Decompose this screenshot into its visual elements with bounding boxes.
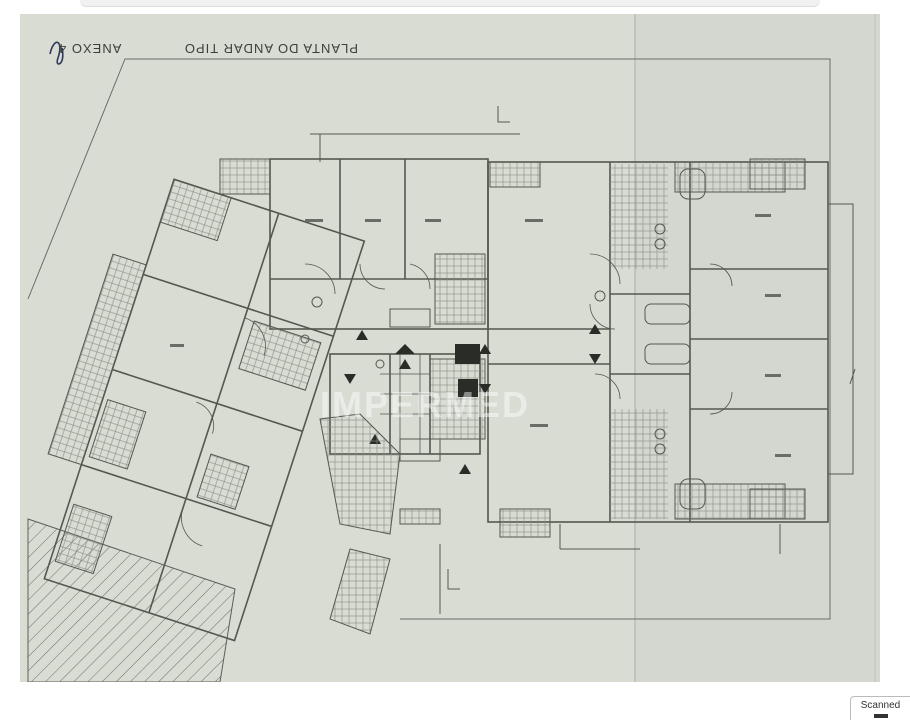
floor-plan-drawing <box>27 14 880 682</box>
drawing-title-block: PLANTA DO ANDAR TIPO ANEXO 4 <box>58 30 358 68</box>
scanned-label: Scanned <box>860 700 901 711</box>
hatched-exterior-area <box>27 518 236 682</box>
right-bathroom-tiles-bottom <box>610 409 668 519</box>
scanned-logo-icon <box>873 714 888 718</box>
watermark-text: IMPERMED <box>320 384 531 425</box>
scanned-badge: Scanned <box>850 696 910 720</box>
corridor-tiles <box>319 413 401 535</box>
drawing-title: PLANTA DO ANDAR TIPO <box>183 41 358 57</box>
floor-plan-sheet: PLANTA DO ANDAR TIPO ANEXO 4 IMPERMED <box>20 14 880 682</box>
right-bathroom-tiles-top <box>610 164 668 269</box>
left-wing <box>43 178 366 642</box>
browser-top-bar <box>80 0 820 7</box>
paper-right-panel <box>635 14 880 682</box>
site-boundary <box>27 58 831 620</box>
signature-mark <box>49 41 64 65</box>
drawing-annex: ANEXO 4 <box>58 41 122 57</box>
